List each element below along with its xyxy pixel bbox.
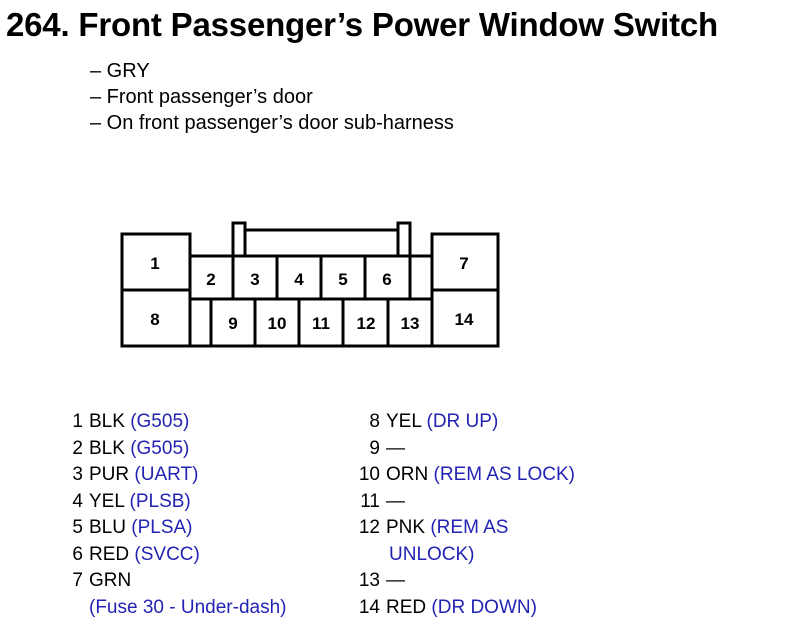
cavity-label: 11 <box>312 314 330 333</box>
cavity-label: 3 <box>250 270 259 289</box>
connector-diagram: 1 2 3 4 5 6 7 8 9 10 11 12 13 14 <box>120 221 500 348</box>
cavity-label: 14 <box>455 310 474 329</box>
cavity-label: 13 <box>401 314 420 333</box>
pin-row-continuation: UNLOCK) <box>389 543 475 565</box>
page-title: 264. Front Passenger’s Power Window Swit… <box>6 6 718 43</box>
pin-row-continuation: (Fuse 30 - Under-dash) <box>89 596 287 618</box>
latch-tab-right <box>396 221 412 258</box>
cavity-label: 2 <box>206 270 215 289</box>
pin-row: 13— <box>358 570 405 591</box>
pin-row: 9— <box>369 437 405 459</box>
cavity-label: 12 <box>357 314 376 333</box>
cavity-label: 9 <box>228 314 237 333</box>
cavity-label: 8 <box>150 310 159 329</box>
cavity-label: 1 <box>150 254 159 273</box>
latch-tab-left <box>231 221 247 258</box>
pin-row: 11— <box>360 490 405 512</box>
connector-outline <box>120 232 500 348</box>
cavity-label: 6 <box>382 270 391 289</box>
cavity-label: 7 <box>459 254 468 273</box>
cavity-label: 4 <box>294 270 304 289</box>
connector-details: – GRY – Front passenger’s door – On fron… <box>90 58 454 136</box>
connector-harness: – On front passenger’s door sub-harness <box>90 112 454 134</box>
cavity-label: 5 <box>338 270 347 289</box>
connector-color: – GRY <box>90 60 150 82</box>
connector-location: – Front passenger’s door <box>90 86 313 108</box>
cavity-label: 10 <box>268 314 287 333</box>
